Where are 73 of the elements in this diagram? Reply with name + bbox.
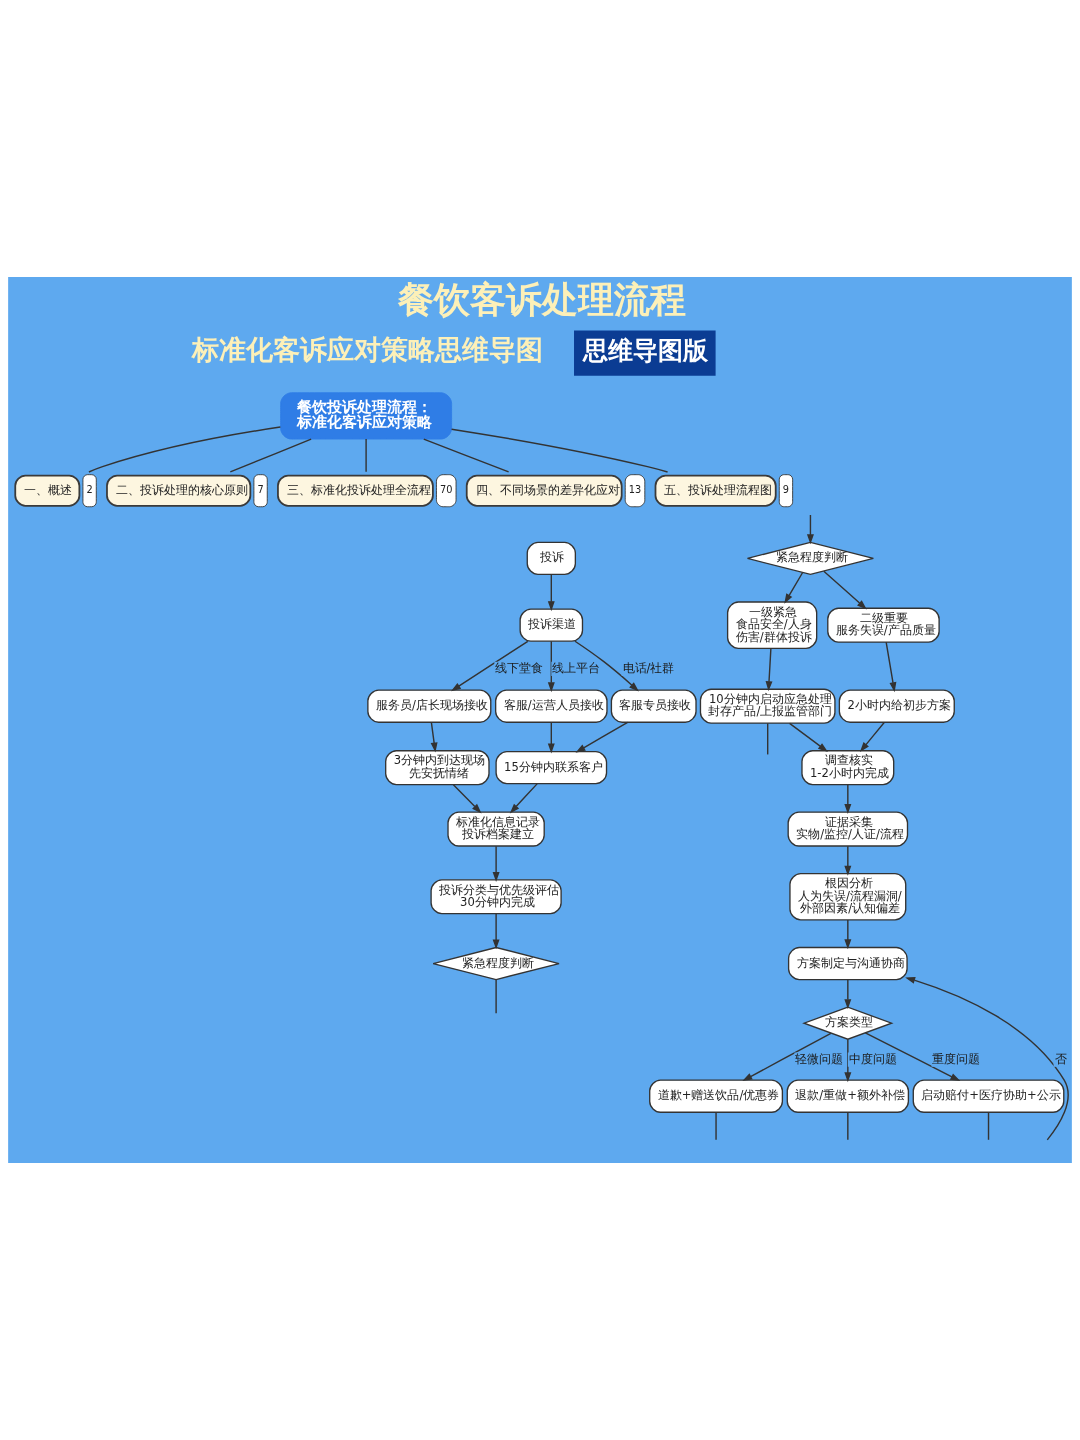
edge-label: 线下堂食 bbox=[495, 660, 544, 675]
connector bbox=[423, 438, 510, 473]
node-box: 退款/重做+额外补偿 bbox=[786, 1079, 910, 1113]
node-label: 2 bbox=[86, 484, 93, 496]
node-box: 二级重要 服务失误/产品质量 bbox=[827, 607, 940, 643]
node-label: 13 bbox=[628, 484, 642, 496]
connector bbox=[450, 428, 669, 473]
node-box: 根因分析 人为失误/流程漏洞/外部因素/认知偏差 bbox=[789, 872, 907, 921]
connector bbox=[767, 722, 769, 756]
arrow bbox=[430, 721, 438, 753]
node-box: 标准化信息记录 投诉档案建立 bbox=[447, 811, 545, 847]
connector bbox=[495, 978, 497, 1015]
arrow bbox=[575, 721, 629, 753]
arrow bbox=[823, 570, 867, 610]
edge-label: 否 bbox=[1054, 1051, 1067, 1066]
arrow bbox=[844, 978, 852, 1010]
arrow bbox=[844, 919, 852, 950]
node-box: 2小时内给初步方案 bbox=[838, 689, 955, 723]
node-box: 投诉分类与优先级评估 30分钟内完成 bbox=[430, 879, 562, 915]
arrow bbox=[844, 784, 852, 815]
arrow bbox=[864, 1032, 961, 1082]
arrow bbox=[885, 641, 897, 693]
arrow bbox=[452, 784, 482, 814]
arrow bbox=[784, 572, 804, 604]
node-label: 70 bbox=[440, 484, 453, 496]
edge-label: 电话/社群 bbox=[622, 660, 675, 675]
node-box: 证据采集 实物/监控/人证/流程 bbox=[787, 811, 909, 847]
connector bbox=[987, 1111, 990, 1141]
arrow bbox=[492, 845, 500, 882]
connector bbox=[847, 1111, 849, 1141]
edge-label: 中度问题 bbox=[848, 1051, 897, 1066]
arrow bbox=[806, 514, 814, 545]
edge-label: 线上平台 bbox=[552, 660, 601, 675]
arrow bbox=[547, 573, 555, 612]
edge-label: 轻微问题 bbox=[795, 1051, 844, 1066]
node-box: 客服专员接收 bbox=[610, 689, 697, 723]
arrow bbox=[788, 722, 828, 752]
diagram-title: 餐饮客诉处理流程 bbox=[397, 278, 686, 320]
node-box: 道歉+赠送饮品/优惠券 bbox=[649, 1079, 784, 1113]
arrow bbox=[509, 783, 538, 814]
node-box: 方案制定与沟通协商 bbox=[787, 946, 908, 981]
arrow bbox=[844, 845, 852, 876]
node-box: 一级紧急 食品安全/人身伤害/群体投诉 bbox=[726, 601, 818, 649]
arrow bbox=[844, 1038, 852, 1083]
connector bbox=[88, 426, 282, 473]
label: 标准化客诉应对策略思维导图 bbox=[192, 333, 544, 365]
arrow bbox=[547, 721, 555, 754]
edge-label: 重度问题 bbox=[932, 1051, 981, 1066]
node-box: 客服/运营人员接收 bbox=[495, 689, 608, 723]
node-label: 9 bbox=[782, 484, 790, 496]
node-diamond: 紧急程度判断 bbox=[432, 946, 560, 981]
node-box: 服务员/店长现场接收 bbox=[367, 689, 492, 723]
node-diamond: 紧急程度判断 bbox=[746, 541, 875, 576]
connector bbox=[365, 438, 367, 473]
arrow bbox=[765, 647, 773, 692]
arrow bbox=[492, 913, 500, 950]
node-box: 调查核实 1-2小时内完成 bbox=[801, 750, 895, 786]
arrow bbox=[574, 640, 639, 692]
node-box: 投诉渠道 bbox=[519, 608, 584, 642]
arrow bbox=[859, 721, 885, 753]
node-box: 3分钟内到达现场 先安抚情绪 bbox=[385, 750, 490, 786]
node-box: 15分钟内联系客户 bbox=[495, 750, 608, 785]
label: 思维导图版 bbox=[583, 335, 709, 365]
arrow bbox=[742, 1032, 832, 1082]
node-diamond: 方案类型 bbox=[802, 1006, 894, 1040]
arrow bbox=[450, 640, 529, 692]
node-box: 10分钟内启动应急处理 封存产品/上报监管部门 bbox=[699, 688, 836, 724]
connector bbox=[229, 438, 312, 473]
node-label: 7 bbox=[257, 484, 264, 496]
node-box: 启动赔付+医疗协助+公示 bbox=[912, 1079, 1065, 1113]
node-box: 餐饮投诉处理流程：标准化客诉应对策略 bbox=[280, 392, 453, 440]
node-box: 投诉 bbox=[526, 541, 577, 576]
connector bbox=[715, 1111, 717, 1141]
